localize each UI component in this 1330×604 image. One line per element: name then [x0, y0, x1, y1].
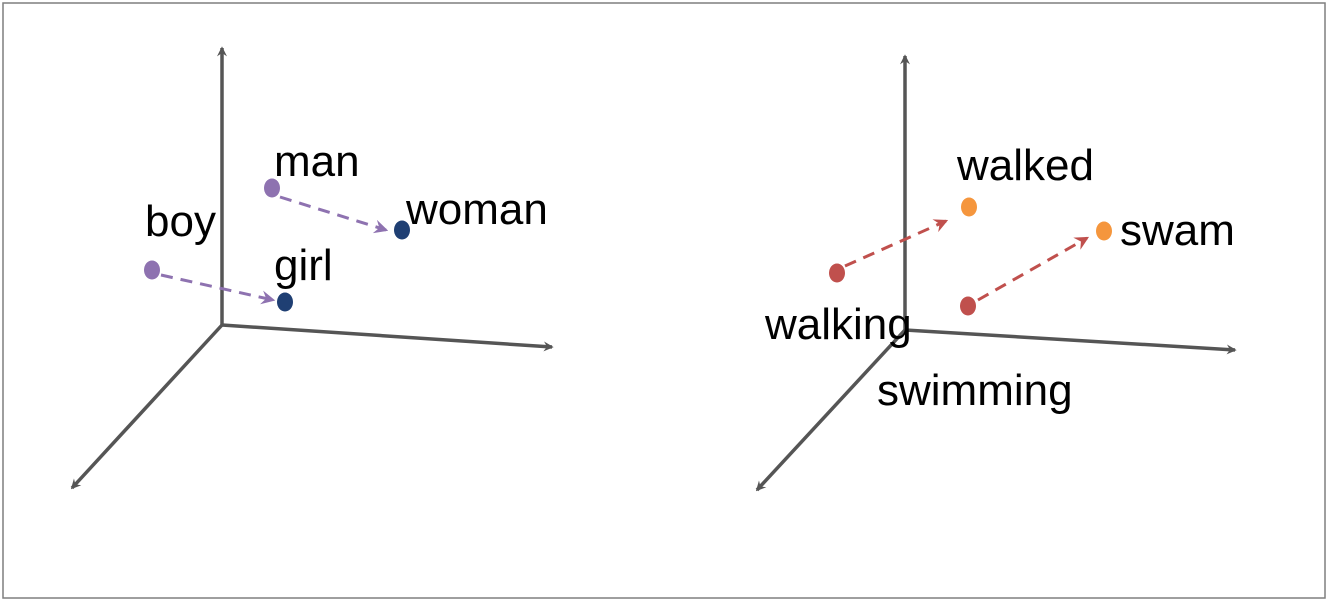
word-point-walked	[961, 197, 977, 217]
word-point-woman	[394, 220, 410, 240]
panel-gender: man woman boy girl	[70, 46, 554, 490]
panel-tense: walked swam walking swimming	[755, 54, 1237, 492]
word-label-swimming: swimming	[877, 366, 1073, 415]
word-label-boy: boy	[145, 197, 216, 246]
relation-arrow-boy-girl	[160, 273, 276, 305]
word-label-swam: swam	[1120, 206, 1235, 255]
word-label-woman: woman	[405, 185, 548, 234]
word-point-walking	[829, 263, 845, 283]
axis-depth-tense	[755, 328, 907, 492]
word-point-swimming	[960, 296, 976, 316]
word-label-man: man	[274, 137, 360, 186]
word-point-swam	[1096, 221, 1112, 241]
axes-tense	[755, 54, 1237, 492]
relation-arrow-man-woman	[279, 195, 389, 234]
axis-horizontal-tense	[904, 328, 1237, 355]
axes-gender	[70, 46, 554, 490]
word-point-boy	[144, 260, 160, 280]
axis-horizontal-gender	[221, 323, 554, 352]
word-label-girl: girl	[274, 241, 333, 290]
word-label-walking: walking	[764, 300, 912, 349]
word-point-man	[264, 178, 280, 198]
relation-arrow-walking-walked	[844, 219, 949, 268]
axis-depth-gender	[70, 323, 224, 490]
relation-arrow-swimming-swam	[977, 236, 1090, 302]
word-point-girl	[277, 292, 293, 312]
word-label-walked: walked	[956, 141, 1094, 190]
